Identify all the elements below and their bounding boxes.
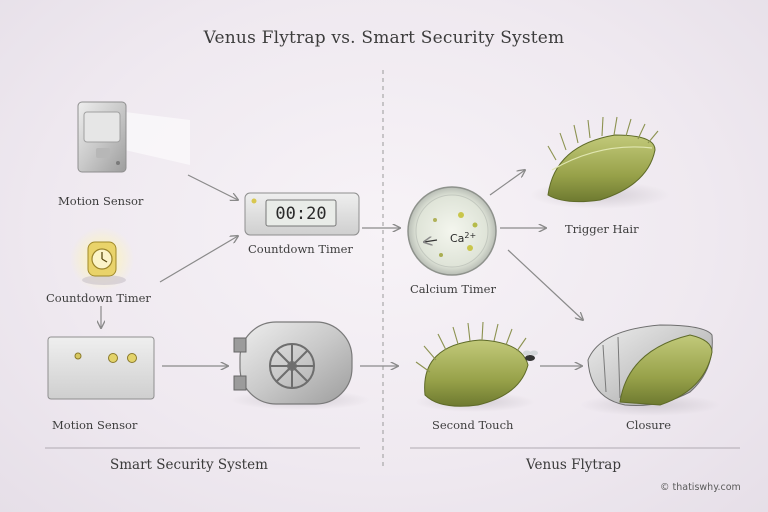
- vault-safe-icon: [230, 321, 370, 410]
- section-label-venus-flytrap: Venus Flytrap: [526, 457, 621, 473]
- timer-display: 00:20: [275, 204, 326, 224]
- page-title: Venus Flytrap vs. Smart Security System: [203, 28, 565, 48]
- label-motion-sensor-bottom: Motion Sensor: [52, 418, 138, 432]
- arrows: [101, 170, 583, 366]
- label-countdown-timer-center: Countdown Timer: [248, 242, 353, 256]
- calcium-dish-icon: [407, 186, 497, 276]
- section-label-smart-security: Smart Security System: [110, 457, 268, 473]
- label-trigger-hair: Trigger Hair: [565, 222, 639, 236]
- label-second-touch: Second Touch: [432, 418, 514, 432]
- arrow-dish-to-closure: [507, 249, 583, 320]
- arrow-sensor-to-timer: [187, 174, 238, 200]
- flytrap-second-touch-icon: [415, 321, 538, 412]
- arrow-clock-to-timer: [159, 236, 238, 283]
- countdown-timer-center-icon: [244, 192, 360, 236]
- motion-sensor-bottom-icon: [47, 336, 155, 400]
- arrow-dish-to-top-flytrap: [489, 170, 525, 196]
- credit-text: © thatiswhy.com: [660, 482, 741, 493]
- label-motion-sensor-top: Motion Sensor: [58, 194, 144, 208]
- flytrap-trigger-hair-icon: [530, 116, 670, 209]
- motion-sensor-top-icon: [77, 101, 190, 173]
- label-closure: Closure: [626, 418, 672, 432]
- countdown-timer-left-icon: [70, 227, 134, 291]
- label-calcium-timer: Calcium Timer: [410, 282, 496, 296]
- calcium-symbol: Ca2+: [450, 231, 476, 245]
- flytrap-closure-icon: [580, 324, 720, 416]
- label-countdown-timer-left: Countdown Timer: [46, 291, 151, 305]
- fly-icon: [523, 350, 538, 361]
